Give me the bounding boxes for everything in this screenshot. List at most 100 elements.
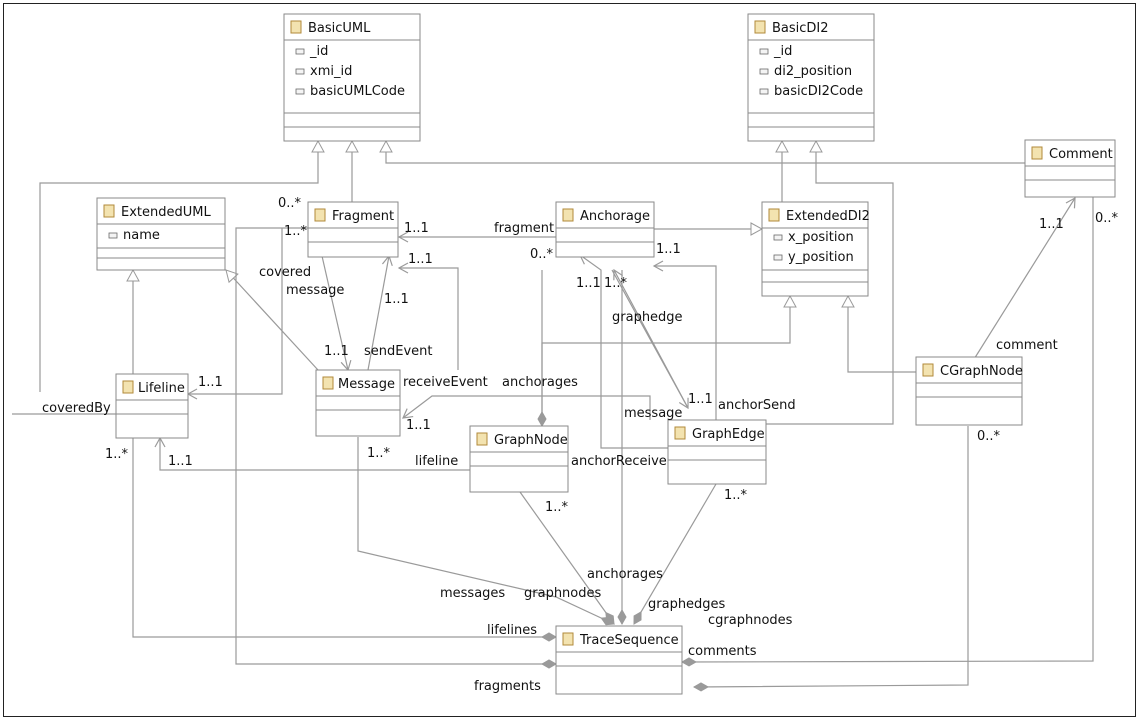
role-label: message (624, 406, 682, 421)
diagram-frame (3, 3, 1136, 717)
multiplicity-label: 1..1 (408, 252, 433, 267)
role-label: fragments (474, 679, 541, 694)
comp-graphnodes (519, 491, 615, 625)
gen-cgraphnode-extendeddi2 (841, 294, 916, 373)
class-name: GraphEdge (692, 427, 765, 442)
edges (12, 139, 1094, 692)
multiplicity-label: 1..1 (324, 344, 349, 359)
role-label: covered (259, 265, 311, 280)
class-lifeline[interactable]: Lifeline (115, 373, 189, 439)
class-icon (314, 208, 326, 222)
multiplicity-label: 1..1 (688, 392, 713, 407)
role-label: fragment (494, 221, 554, 236)
class-icon (768, 208, 780, 222)
class-icon (922, 363, 934, 377)
class-basicuml[interactable]: BasicUML _id xmi_id basicUMLCode (283, 13, 421, 142)
multiplicity-label: 1..1 (404, 221, 429, 236)
comp-fragments (235, 227, 558, 669)
comp-comments (680, 197, 1094, 667)
assoc-fragment-covered-lifeline (186, 228, 283, 400)
class-basicdi2[interactable]: BasicDI2 _id di2_position basicDI2Code (747, 13, 875, 142)
assoc-message-sendevent (367, 254, 393, 371)
multiplicity-label: 0..* (1095, 211, 1119, 226)
multiplicity-label: 1..1 (168, 454, 193, 469)
comp-lifelines (132, 438, 558, 642)
assoc-fragment-message (321, 255, 352, 372)
class-name: ExtendedDI2 (786, 209, 870, 224)
attribute-icon (759, 88, 769, 95)
multiplicity-label: 1..1 (384, 292, 409, 307)
class-icon (476, 432, 488, 446)
role-label: anchorages (502, 375, 578, 390)
role-label: sendEvent (364, 344, 433, 359)
class-name: Message (338, 377, 395, 392)
attribute-label: _id (309, 44, 328, 59)
attribute-icon (295, 68, 305, 75)
comp-cgraphnodes (692, 426, 969, 692)
class-graphedge[interactable]: GraphEdge (667, 419, 767, 485)
class-icon (122, 380, 134, 394)
attribute-label: di2_position (774, 64, 852, 79)
class-extendeduml[interactable]: ExtendedUML name (96, 197, 226, 271)
class-name: BasicDI2 (772, 21, 829, 36)
multiplicity-label: 1..1 (198, 375, 223, 390)
role-label: lifeline (415, 454, 458, 469)
attribute-icon (295, 48, 305, 55)
assoc-fragment-loop (397, 262, 459, 370)
class-icon (290, 20, 302, 34)
assoc-anchorreceive (578, 254, 668, 449)
assoc-cgraphnode-comment (965, 196, 1076, 373)
multiplicity-label: 0..* (977, 429, 1001, 444)
role-label: comment (996, 338, 1058, 353)
attribute-icon (773, 234, 783, 241)
attribute-icon (773, 254, 783, 261)
class-anchorage[interactable]: Anchorage (555, 201, 655, 258)
multiplicity-label: 1..1 (576, 276, 601, 291)
class-name: BasicUML (308, 21, 371, 36)
attribute-icon (759, 68, 769, 75)
class-icon (754, 20, 766, 34)
attribute-label: _id (773, 44, 792, 59)
class-tracesequence[interactable]: TraceSequence (555, 625, 683, 695)
class-graphnode[interactable]: GraphNode (469, 425, 569, 493)
attribute-label: x_position (788, 230, 854, 245)
multiplicity-label: 1..* (545, 500, 569, 515)
attribute-icon (295, 88, 305, 95)
multiplicity-label: 1..* (724, 488, 748, 503)
gen-comment-basicuml (379, 139, 1025, 164)
class-icon (103, 204, 115, 218)
class-fragment[interactable]: Fragment (307, 201, 399, 258)
gen-message-extendeduml (225, 269, 319, 371)
gen-extendeduml-basicuml (39, 139, 325, 392)
attribute-label: y_position (788, 250, 854, 265)
multiplicity-label: 1..1 (656, 242, 681, 257)
class-icon (322, 376, 334, 390)
assoc-message-receiveevent (402, 395, 651, 420)
class-cgraphnode[interactable]: CGraphNode (915, 356, 1023, 426)
comp-graphedges (633, 483, 717, 625)
class-name: Anchorage (580, 209, 650, 224)
multiplicity-label: 1..1 (406, 418, 431, 433)
role-label: coveredBy (42, 401, 111, 416)
attribute-label: xmi_id (310, 64, 352, 79)
class-name: Lifeline (138, 381, 185, 396)
class-icon (562, 208, 574, 222)
class-comment[interactable]: Comment (1024, 139, 1116, 198)
attribute-label: basicUMLCode (310, 84, 405, 99)
attribute-icon (108, 232, 118, 239)
role-label: cgraphnodes (708, 613, 793, 628)
role-label: graphedges (648, 597, 726, 612)
multiplicity-label: 1..* (367, 446, 391, 461)
class-message[interactable]: Message (315, 369, 401, 437)
multiplicity-label: 1..* (105, 447, 129, 462)
class-extendeddi2[interactable]: ExtendedDI2 x_position y_position (761, 201, 870, 297)
role-label: messages (440, 586, 505, 601)
class-name: TraceSequence (579, 633, 679, 648)
gen-graphedge-basicdi2 (766, 139, 894, 425)
role-label: message (286, 283, 344, 298)
role-label: graphnodes (524, 586, 601, 601)
role-label: comments (688, 644, 757, 659)
role-label: anchorages (587, 567, 663, 582)
role-label: receiveEvent (403, 375, 488, 390)
role-label: graphedge (612, 310, 683, 325)
